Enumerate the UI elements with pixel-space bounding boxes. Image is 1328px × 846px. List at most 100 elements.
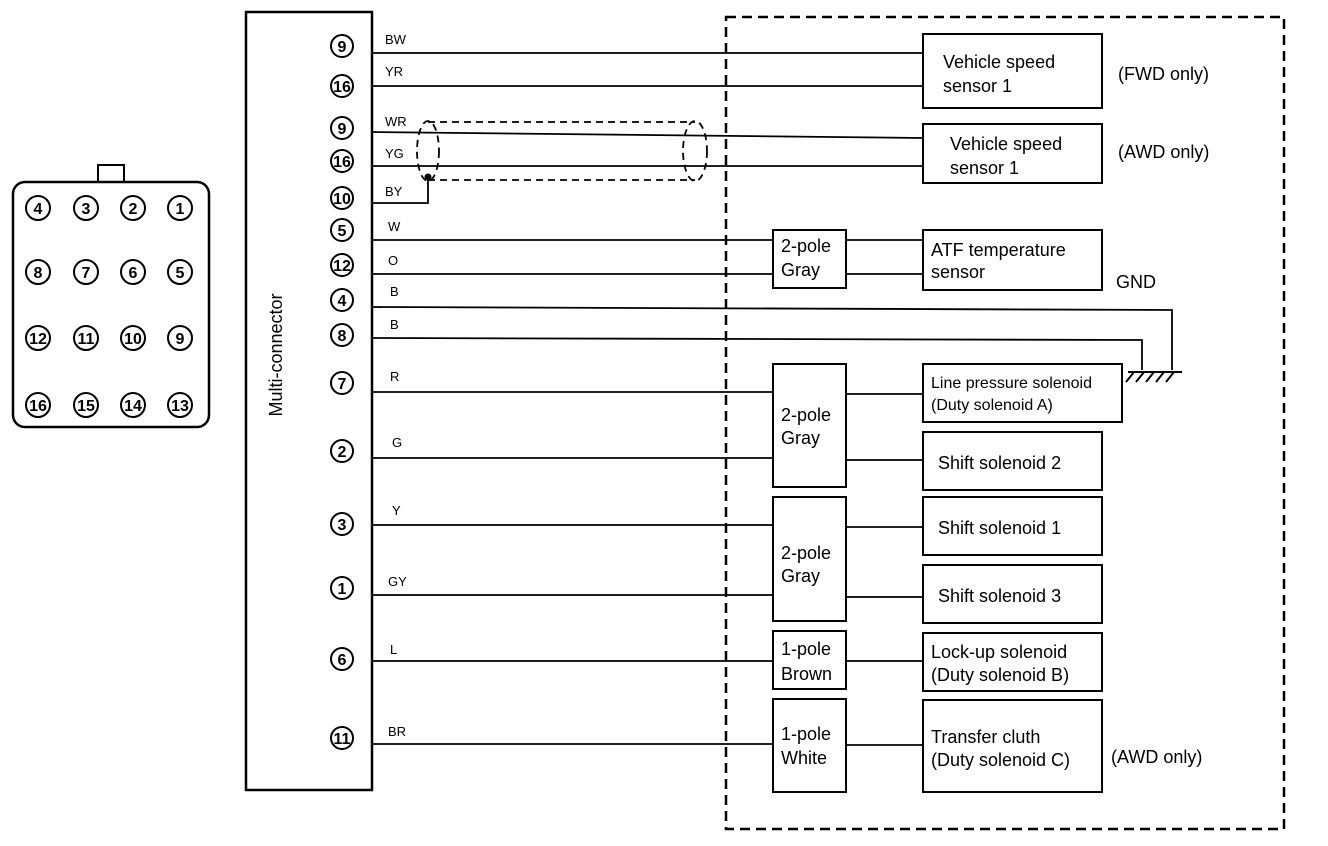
svg-text:13: 13 xyxy=(171,398,189,415)
component-vehicle-speed-sensor-awd: Vehicle speed sensor 1 xyxy=(922,123,1103,184)
components: Vehicle speed sensor 1 Vehicle speed sen… xyxy=(922,33,1123,793)
svg-text:Vehicle speed: Vehicle speed xyxy=(950,134,1062,154)
svg-text:ATF temperature: ATF temperature xyxy=(931,240,1066,260)
face-pin-10: 10 xyxy=(120,325,146,351)
face-pin-14: 14 xyxy=(120,392,146,418)
component-line-pressure-solenoid: Line pressure solenoid (Duty solenoid A) xyxy=(922,363,1123,423)
svg-text:(Duty solenoid C): (Duty solenoid C) xyxy=(931,750,1070,770)
svg-text:sensor: sensor xyxy=(931,262,985,282)
connector-2pole-gray-line-shift2: 2-pole Gray xyxy=(772,363,847,488)
svg-text:Gray: Gray xyxy=(781,428,820,448)
connector-body xyxy=(11,180,211,429)
svg-text:5: 5 xyxy=(338,223,347,240)
connector-to-component-wires xyxy=(846,239,923,746)
face-pin-1: 1 xyxy=(167,195,193,221)
pin-11: 11 xyxy=(330,726,354,750)
pin-10: 10 xyxy=(330,186,354,210)
component-vehicle-speed-sensor-fwd: Vehicle speed sensor 1 xyxy=(922,33,1103,109)
face-pin-7: 7 xyxy=(73,259,99,285)
wire-label-yg: YG xyxy=(385,146,404,161)
note-awd-only-sensor: (AWD only) xyxy=(1118,142,1209,162)
face-pin-12: 12 xyxy=(25,325,51,351)
svg-text:Gray: Gray xyxy=(781,566,820,586)
svg-text:9: 9 xyxy=(338,121,347,138)
face-pin-5: 5 xyxy=(167,259,193,285)
wire-by xyxy=(372,177,429,204)
wire-label-b-4: B xyxy=(390,284,399,299)
wire-label-gy: GY xyxy=(388,574,407,589)
ground-icon xyxy=(1125,371,1182,383)
wire-label-br: BR xyxy=(388,724,406,739)
pin-9-b: 9 xyxy=(330,116,354,140)
face-pin-15: 15 xyxy=(73,392,99,418)
pin-5: 5 xyxy=(330,218,354,242)
svg-text:3: 3 xyxy=(338,517,347,534)
face-pin-3: 3 xyxy=(73,195,99,221)
svg-text:14: 14 xyxy=(124,398,142,415)
svg-text:11: 11 xyxy=(78,331,95,348)
svg-text:7: 7 xyxy=(82,265,91,282)
multi-connector-box xyxy=(244,10,374,792)
face-pin-11: 11 xyxy=(73,325,99,351)
wire-label-o: O xyxy=(388,253,398,268)
svg-text:10: 10 xyxy=(124,331,142,348)
tcm-dashed-enclosure xyxy=(724,15,1286,831)
component-shift-solenoid-3: Shift solenoid 3 xyxy=(922,564,1103,624)
svg-text:Shift solenoid 2: Shift solenoid 2 xyxy=(938,453,1061,473)
svg-text:9: 9 xyxy=(176,331,185,348)
svg-text:1-pole: 1-pole xyxy=(781,639,831,659)
component-atf-temperature-sensor: ATF temperature sensor xyxy=(922,229,1103,291)
wire-label-w: W xyxy=(388,219,401,234)
svg-text:1: 1 xyxy=(176,201,185,218)
pin-16-b: 16 xyxy=(330,149,354,173)
note-fwd-only: (FWD only) xyxy=(1118,64,1209,84)
svg-text:(Duty solenoid A): (Duty solenoid A) xyxy=(931,397,1053,414)
multi-connector-label: Multi-connector xyxy=(266,293,286,416)
svg-text:15: 15 xyxy=(77,398,95,415)
wire-label-yr: YR xyxy=(385,64,403,79)
svg-text:7: 7 xyxy=(338,376,347,393)
svg-text:16: 16 xyxy=(333,154,351,171)
svg-text:Gray: Gray xyxy=(781,260,820,280)
svg-text:9: 9 xyxy=(338,39,347,56)
wire-label-by: BY xyxy=(385,184,403,199)
note-gnd: GND xyxy=(1116,272,1156,292)
shield-dashed xyxy=(416,120,708,182)
svg-text:Shift solenoid 3: Shift solenoid 3 xyxy=(938,586,1061,606)
svg-text:8: 8 xyxy=(34,265,43,282)
pin-2: 2 xyxy=(330,439,354,463)
pin-3: 3 xyxy=(330,512,354,536)
face-pin-16: 16 xyxy=(25,392,51,418)
svg-text:2-pole: 2-pole xyxy=(781,543,831,563)
pin-1: 1 xyxy=(330,576,354,600)
svg-text:11: 11 xyxy=(334,731,351,748)
svg-text:Line pressure solenoid: Line pressure solenoid xyxy=(931,375,1092,392)
pin-7: 7 xyxy=(330,371,354,395)
connector-2pole-gray-atf: 2-pole Gray xyxy=(772,229,847,289)
pin-4: 4 xyxy=(330,288,354,312)
wire-wr xyxy=(371,131,924,139)
svg-text:2: 2 xyxy=(129,201,138,218)
wire-label-wr: WR xyxy=(385,114,407,129)
svg-text:1-pole: 1-pole xyxy=(781,724,831,744)
note-awd-only-transfer: (AWD only) xyxy=(1111,747,1202,767)
intermediate-connectors: 2-pole Gray 2-pole Gray 2-pole Gray 1-po… xyxy=(772,229,847,793)
svg-text:1: 1 xyxy=(338,581,347,598)
wire-b-8 xyxy=(371,337,1143,370)
svg-text:Shift solenoid 1: Shift solenoid 1 xyxy=(938,518,1061,538)
connector-2pole-gray-shift13: 2-pole Gray xyxy=(772,496,847,622)
svg-text:10: 10 xyxy=(333,191,351,208)
component-transfer-clutch: Transfer cluth (Duty solenoid C) xyxy=(922,699,1103,793)
wire-label-bw: BW xyxy=(385,32,407,47)
wire-label-g: G xyxy=(392,435,402,450)
pin-8: 8 xyxy=(330,323,354,347)
wire-label-y: Y xyxy=(392,503,401,518)
svg-text:sensor 1: sensor 1 xyxy=(950,158,1019,178)
pin-16-a: 16 xyxy=(330,74,354,98)
svg-text:Lock-up solenoid: Lock-up solenoid xyxy=(931,642,1067,662)
svg-text:3: 3 xyxy=(82,201,91,218)
pin-6: 6 xyxy=(330,647,354,671)
connector-latch xyxy=(97,164,125,184)
pin-wire-group: 9 16 9 16 10 5 12 4 8 7 2 3 1 6 11 BW YR… xyxy=(330,32,1182,750)
